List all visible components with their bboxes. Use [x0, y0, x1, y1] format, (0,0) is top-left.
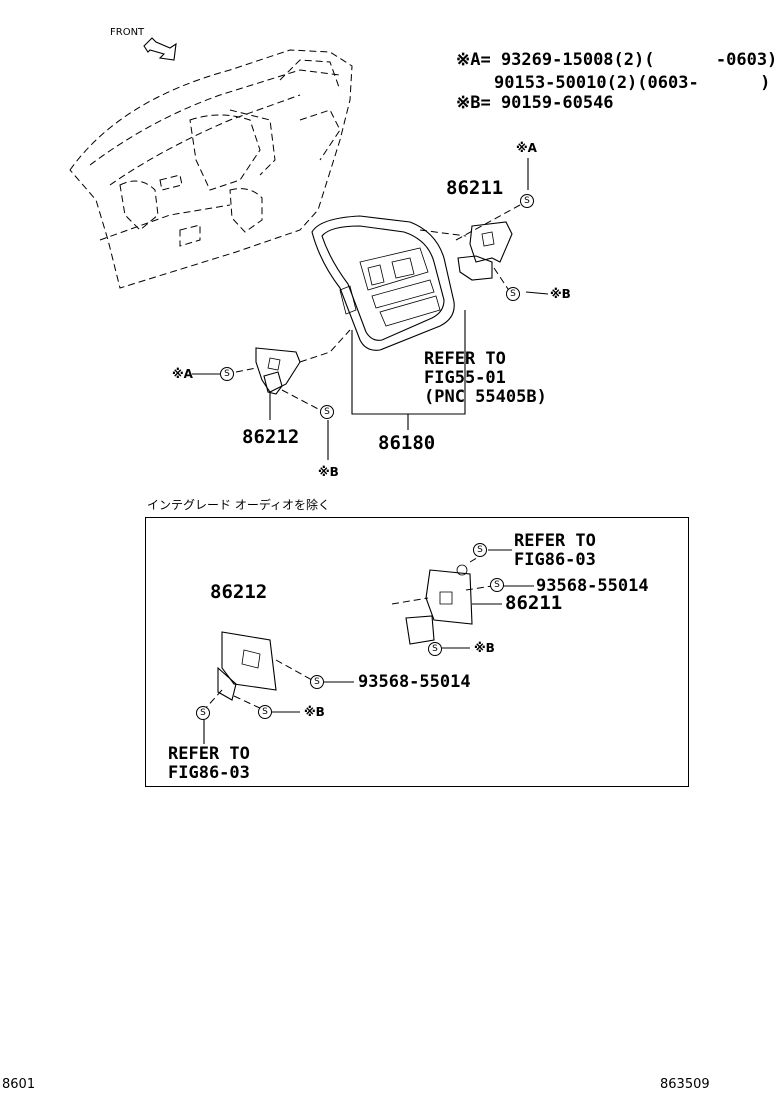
inset-caption: インテグレード オーディオを除く [147, 498, 330, 512]
part-86180: 86180 [378, 432, 436, 454]
screw-icon: S [220, 367, 234, 381]
front-arrow-icon [143, 37, 177, 61]
bracket-86211-upper [457, 221, 513, 281]
screw-icon: S [473, 543, 487, 557]
part-86211-upper: 86211 [446, 177, 504, 199]
inset-part-86212: 86212 [210, 581, 268, 603]
note-a-line2: 90153-50010(2)(0603- ) [494, 73, 771, 93]
screw-icon: S [196, 706, 210, 720]
footer-left: 8601 [2, 1077, 36, 1092]
note-b-line: ※B= 90159-60546 [456, 93, 614, 113]
inset-part-93568-right: 93568-55014 [536, 576, 649, 596]
inset-refer-left-2: FIG86-03 [168, 763, 250, 783]
mark-b-right: ※B [550, 287, 571, 301]
inset-refer-left-1: REFER TO [168, 744, 250, 764]
line-art [69, 37, 549, 744]
refer-upper-line3: (PNC 55405B) [424, 387, 547, 407]
screw-icon: S [310, 675, 324, 689]
bracket-86211-inset [405, 564, 473, 645]
refer-upper-line1: REFER TO [424, 349, 506, 369]
center-panel-86180 [311, 215, 455, 351]
mark-b-bottom: ※B [318, 465, 339, 479]
screw-icon: S [320, 405, 334, 419]
inset-frame [145, 517, 689, 787]
screw-icon: S [428, 642, 442, 656]
inset-mark-b-left: ※B [304, 705, 325, 719]
mark-a-left: ※A [172, 367, 193, 381]
note-a-line1: ※A= 93269-15008(2)( -0603) [456, 50, 777, 70]
refer-upper-line2: FIG55-01 [424, 368, 506, 388]
inset-refer-right-2: FIG86-03 [514, 550, 596, 570]
inset-mark-b-right: ※B [474, 641, 495, 655]
inset-refer-right-1: REFER TO [514, 531, 596, 551]
screw-icon: S [258, 705, 272, 719]
bracket-86212-upper [255, 347, 301, 395]
mark-a-top: ※A [516, 141, 537, 155]
screw-icon: S [506, 287, 520, 301]
inset-part-93568-left: 93568-55014 [358, 672, 471, 692]
part-86212-upper: 86212 [242, 426, 300, 448]
bracket-86212-inset [217, 631, 277, 701]
screw-icon: S [490, 578, 504, 592]
footer-right: 863509 [660, 1077, 710, 1092]
front-label: FRONT [110, 27, 145, 38]
inset-part-86211: 86211 [505, 592, 563, 614]
dashboard-outline [69, 49, 353, 289]
screw-icon: S [520, 194, 534, 208]
